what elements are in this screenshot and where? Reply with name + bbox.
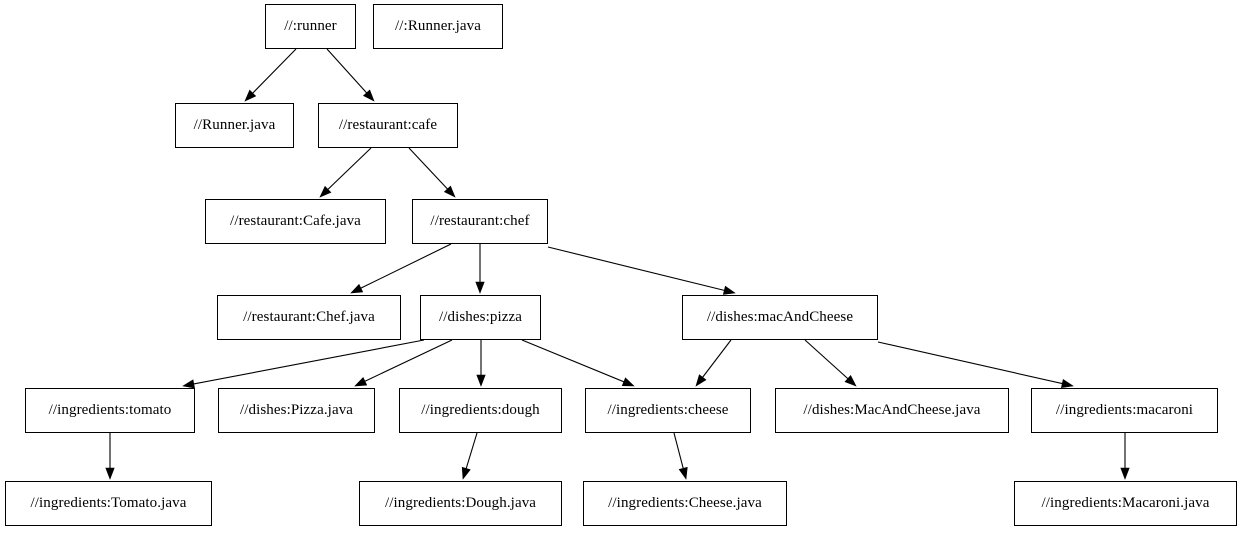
graph-node-label: //dishes:Pizza.java — [239, 402, 354, 418]
graph-edge-arrowhead — [678, 466, 688, 480]
graph-node-dishes_pizza[interactable]: //dishes:pizza — [420, 295, 541, 340]
graph-node-ingredients_tomato[interactable]: //ingredients:tomato — [25, 388, 195, 433]
graph-edge-arrowhead — [362, 89, 375, 102]
graph-node-label: //Runner.java — [193, 117, 276, 133]
graph-node-label: //ingredients:Dough.java — [384, 495, 537, 511]
graph-node-ingredients_dough_java[interactable]: //ingredients:Dough.java — [359, 481, 562, 526]
graph-edge-arrowhead — [354, 376, 368, 387]
graph-edge-arrowhead — [695, 374, 707, 387]
graph-node-runner[interactable]: //:runner — [265, 4, 356, 49]
graph-node-label: //restaurant:Cafe.java — [230, 213, 361, 229]
graph-edge-arrowhead — [621, 377, 635, 387]
graph-node-label: //dishes:macAndCheese — [706, 309, 854, 325]
graph-node-label: //ingredients:dough — [421, 402, 540, 418]
graph-node-label: //restaurant:cafe — [338, 117, 438, 133]
graph-edge-arrowhead — [443, 185, 456, 198]
graph-edge-arrowhead — [244, 89, 257, 102]
graph-edge-arrowhead — [319, 185, 332, 198]
graph-node-restaurant_cafe_java[interactable]: //restaurant:Cafe.java — [205, 199, 386, 244]
graph-edge — [547, 246, 725, 291]
graph-node-dishes_pizza_java[interactable]: //dishes:Pizza.java — [218, 388, 375, 433]
graph-edge-arrowhead — [476, 374, 486, 387]
graph-node-label: //:Runner.java — [395, 18, 481, 34]
graph-edge — [360, 243, 452, 289]
graph-edge — [877, 341, 1063, 385]
graph-node-ingredients_dough[interactable]: //ingredients:dough — [399, 388, 562, 433]
graph-node-label: //ingredients:Tomato.java — [30, 495, 187, 511]
graph-node-label: //dishes:pizza — [438, 309, 523, 325]
graph-node-restaurant_chef[interactable]: //restaurant:chef — [412, 199, 548, 244]
graph-edge-arrowhead — [844, 374, 857, 387]
graph-edge — [408, 147, 448, 190]
graph-node-ingredients_cheese_java[interactable]: //ingredients:Cheese.java — [583, 481, 787, 526]
graph-edge — [465, 432, 478, 469]
graph-node-label: //restaurant:Chef.java — [243, 309, 375, 325]
graph-edge — [252, 48, 297, 94]
graph-node-ingredients_cheese[interactable]: //ingredients:cheese — [585, 388, 751, 433]
graph-node-label: //ingredients:tomato — [48, 402, 172, 418]
graph-edge — [193, 339, 425, 385]
graph-node-runner_java_root[interactable]: //:Runner.java — [373, 4, 503, 49]
graph-node-dishes_macandcheese_java[interactable]: //dishes:MacAndCheese.java — [775, 388, 1009, 433]
graph-node-label: //ingredients:Cheese.java — [608, 495, 762, 511]
graph-edge-arrowhead — [475, 281, 485, 294]
graph-edge — [521, 339, 625, 383]
graph-node-label: //dishes:MacAndCheese.java — [803, 402, 981, 418]
graph-edge-arrowhead — [1120, 467, 1130, 480]
graph-node-label: //ingredients:Macaroni.java — [1041, 495, 1210, 511]
graph-edge-arrowhead — [350, 283, 364, 294]
graph-edge-arrowhead — [1060, 378, 1074, 389]
graph-edge-arrowhead — [182, 379, 195, 389]
graph-edge-arrowhead — [722, 285, 736, 295]
graph-edge — [364, 339, 453, 382]
graph-node-label: //:runner — [284, 18, 337, 34]
graph-node-restaurant_cafe[interactable]: //restaurant:cafe — [318, 103, 458, 148]
graph-edge — [804, 339, 849, 380]
graph-node-ingredients_tomato_java[interactable]: //ingredients:Tomato.java — [5, 481, 212, 526]
graph-node-restaurant_chef_java[interactable]: //restaurant:Chef.java — [217, 295, 401, 340]
graph-node-ingredients_macaroni_java[interactable]: //ingredients:Macaroni.java — [1014, 481, 1237, 526]
graph-edge-arrowhead — [461, 466, 471, 480]
graph-edge — [673, 432, 684, 469]
graph-node-label: //restaurant:chef — [430, 213, 530, 229]
graph-node-dishes_macandcheese[interactable]: //dishes:macAndCheese — [682, 295, 878, 340]
graph-edge — [327, 147, 372, 190]
graph-edge — [702, 339, 732, 378]
graph-node-ingredients_macaroni[interactable]: //ingredients:macaroni — [1031, 388, 1218, 433]
graph-node-label: //ingredients:macaroni — [1055, 402, 1194, 418]
graph-node-runner_java[interactable]: //Runner.java — [175, 103, 294, 148]
graph-node-label: //ingredients:cheese — [607, 402, 729, 418]
graph-edge — [326, 48, 368, 94]
graph-edge-arrowhead — [105, 467, 115, 480]
